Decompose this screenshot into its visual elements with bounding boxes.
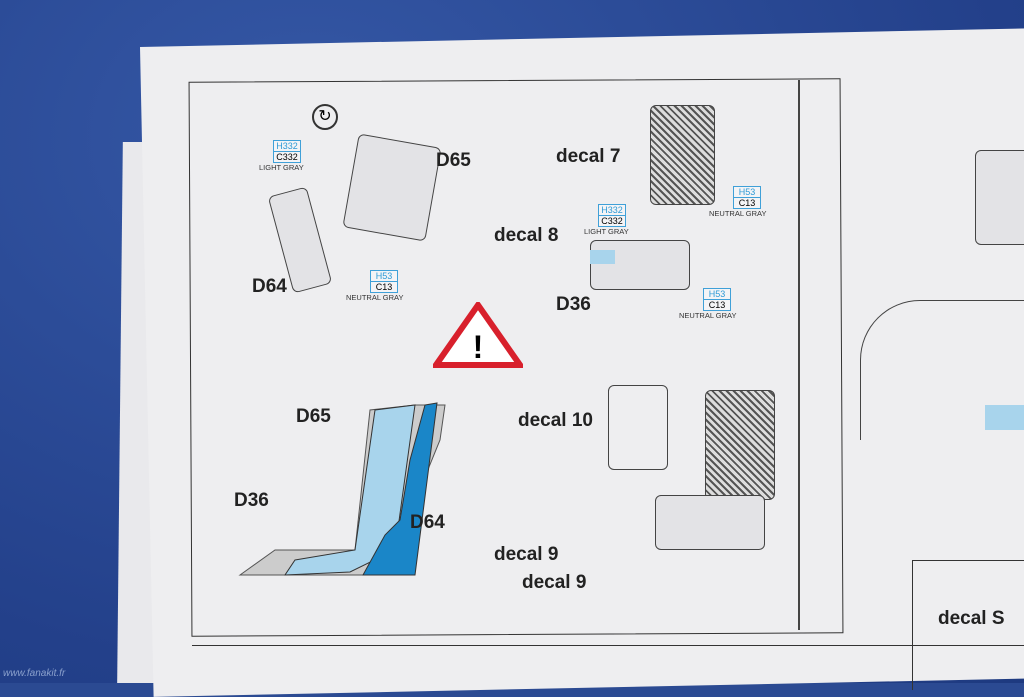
part-d65-drawing	[342, 133, 442, 242]
cockpit-drawing	[860, 300, 1024, 440]
label-d64: D64	[252, 276, 287, 297]
label-d65: D65	[436, 150, 471, 171]
seat-bottom-drawing	[655, 495, 765, 550]
label-decal-9: decal 9	[522, 572, 587, 593]
label-d64-side: D64	[410, 512, 445, 533]
glue-symbol-icon: ↻	[312, 104, 338, 130]
warning-icon: !	[433, 302, 523, 368]
seat-back-drawing	[650, 105, 715, 205]
seat-back-drawing	[705, 390, 775, 500]
label-decal-10: decal 10	[518, 410, 593, 431]
decal-area	[590, 250, 615, 264]
label-decal-9: decal 9	[494, 544, 559, 565]
label-decal-7: decal 7	[556, 146, 621, 167]
divider	[798, 80, 800, 630]
label-d65-side: D65	[296, 406, 331, 427]
frame-line	[192, 645, 1024, 646]
label-decal-s: decal S	[938, 608, 1005, 629]
label-d36: D36	[556, 294, 591, 315]
seat-side-view	[238, 402, 446, 576]
decal-area	[985, 405, 1024, 430]
decal-10-drawing	[608, 385, 668, 470]
next-step-frame	[912, 560, 1024, 690]
seat-partial-drawing	[975, 150, 1024, 245]
svg-text:!: !	[473, 329, 484, 365]
watermark: www.fanakit.fr	[3, 668, 66, 679]
label-decal-8: decal 8	[494, 225, 559, 246]
label-d36-side: D36	[234, 490, 269, 511]
seat-bottom-drawing	[590, 240, 690, 290]
